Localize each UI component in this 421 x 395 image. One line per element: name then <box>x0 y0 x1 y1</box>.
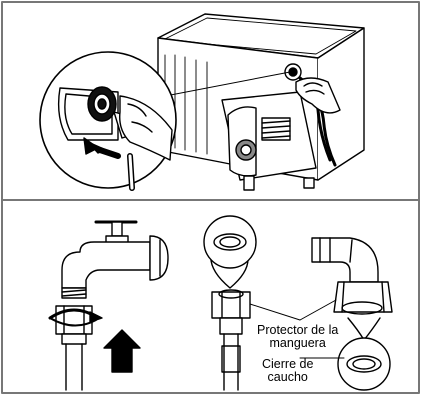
washing-machine-rear <box>158 14 364 190</box>
rubber-seal-label: Cierre de caucho <box>262 358 313 384</box>
hose-protector-label: Protector de la manguera <box>257 324 338 350</box>
hose-protector-label-line2: manguera <box>257 337 338 350</box>
rubber-seal-label-line2: caucho <box>262 371 313 384</box>
water-faucet <box>50 222 168 390</box>
